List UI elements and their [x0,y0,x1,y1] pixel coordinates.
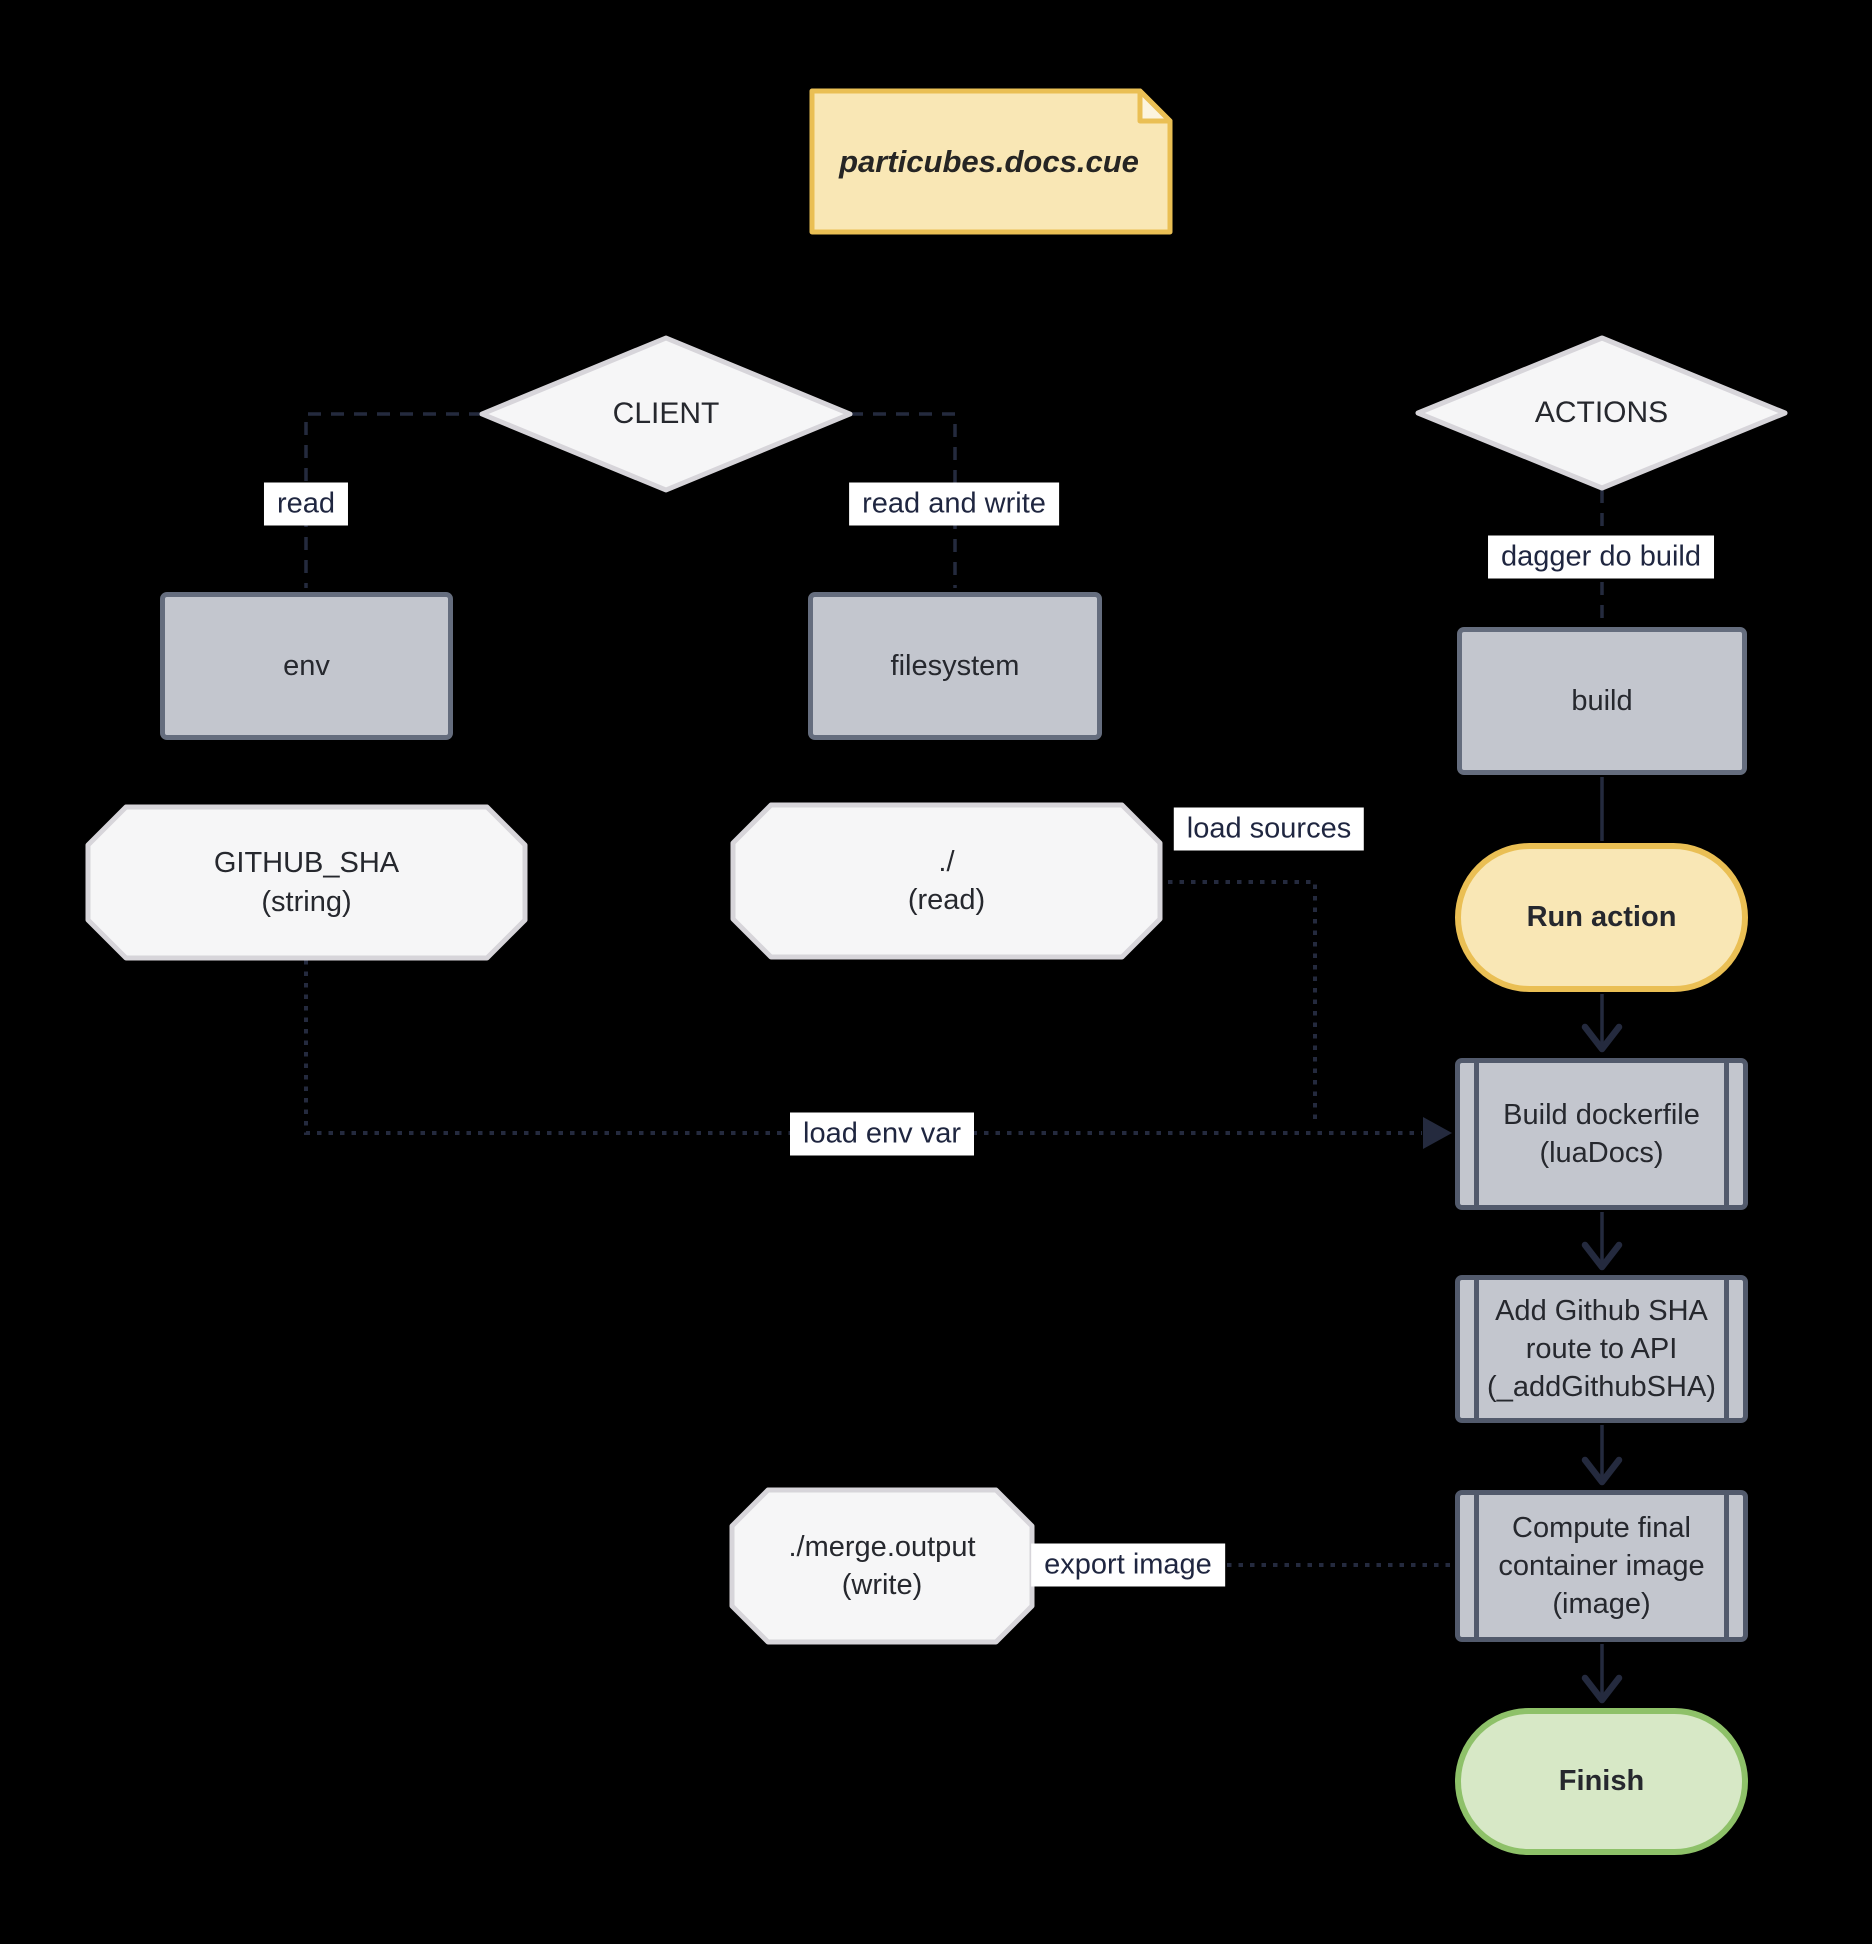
note-fold-corner [1137,88,1173,124]
finish-node: Finish [1455,1708,1748,1855]
edge-label-read-and-write: read and write [849,482,1059,526]
build-dockerfile-node: Build dockerfile (luaDocs) [1455,1058,1748,1210]
edge-client-to-env [304,412,482,588]
run-action-node: Run action [1455,843,1748,992]
client-diamond-shape [479,335,853,493]
edge-label-load-sources: load sources [1173,807,1365,851]
filesystem-node: filesystem [808,592,1102,740]
source-dir-node-label: ./ (read) [907,845,986,916]
env-node: env [160,592,453,740]
arrowhead-to-addsha [1581,1241,1623,1271]
build-node: build [1457,627,1747,775]
merge-output-node-label: ./merge.output (write) [788,1530,976,1601]
compute-image-node: Compute final container image (image) [1455,1490,1748,1642]
actions-diamond-shape [1415,335,1788,491]
edge-load-sources [1168,880,1317,1125]
note-title: particubes.docs.cue [839,143,1139,179]
client-diamond-label: CLIENT [612,397,720,431]
edge-load-env-var [304,960,1422,1135]
edge-client-to-filesystem [850,412,957,588]
add-github-sha-node: Add Github SHA route to API (_addGithubS… [1455,1275,1748,1423]
github-sha-node-label: GITHUB_SHA (string) [213,847,400,918]
source-dir-hexagon-shape [730,802,1163,960]
arrowhead-to-finish [1581,1674,1623,1704]
arrowhead-to-dockerfile [1581,1023,1623,1053]
arrowhead-to-compute [1581,1456,1623,1486]
note-shape [809,88,1173,235]
edge-label-load-env-var: load env var [790,1112,974,1156]
actions-diamond-label: ACTIONS [1534,396,1669,430]
github-sha-hexagon-shape [85,804,528,961]
edge-label-dagger-do-build: dagger do build [1488,535,1714,579]
edge-label-export-image: export image [1031,1543,1225,1587]
merge-output-hexagon-shape [729,1487,1035,1645]
edge-label-read: read [263,482,349,526]
arrowhead-into-dockerfile-left [1423,1117,1452,1149]
